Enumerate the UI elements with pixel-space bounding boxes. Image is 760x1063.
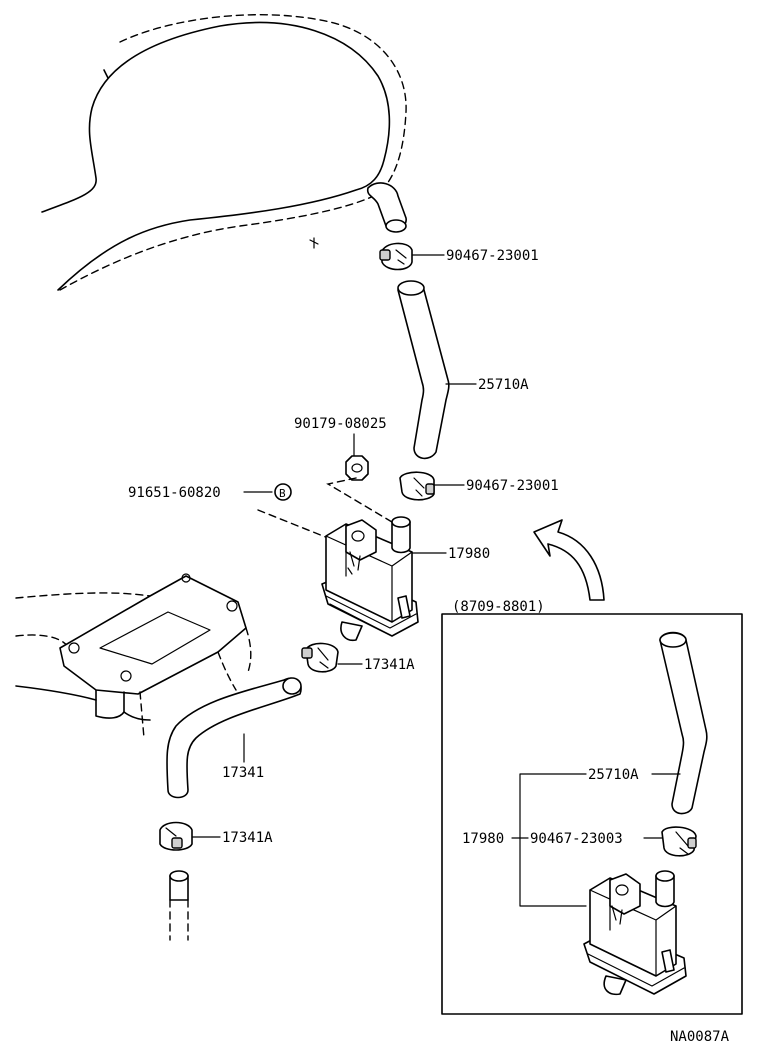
label-inset-canister: 17980 — [462, 831, 504, 847]
hose-25710a — [397, 280, 450, 460]
nut-icon — [345, 455, 369, 481]
clamp-middle — [399, 471, 435, 501]
clamp-17341a-upper — [301, 642, 339, 673]
bolt-b-marker: B — [274, 483, 292, 501]
inset-vsv-canister — [583, 870, 687, 996]
label-clamp-17341a-upper: 17341A — [364, 657, 415, 673]
vsv-canister — [321, 516, 419, 642]
air-cleaner-outlet-pipe — [366, 182, 407, 233]
label-clamp-middle: 90467-23001 — [466, 478, 559, 494]
inset-hose-25710a — [659, 631, 708, 815]
inset-clamp-90467-23003 — [661, 826, 697, 857]
label-clamp-17341a-lower: 17341A — [222, 830, 273, 846]
label-inset-clamp: 90467-23003 — [530, 831, 623, 847]
air-cleaner-outline — [41, 14, 407, 291]
inset-frame — [441, 613, 743, 1015]
label-clamp-top: 90467-23001 — [446, 248, 539, 264]
inset-bracket — [511, 773, 587, 907]
hose-17341 — [166, 677, 302, 799]
intake-manifold-outline — [15, 573, 252, 739]
label-inset-date-range: (8709-8801) — [452, 599, 545, 615]
clamp-17341a-lower — [159, 821, 193, 851]
clamp-top — [379, 242, 413, 271]
label-bolt: 91651-60820 — [128, 485, 221, 501]
label-inset-hose: 25710A — [588, 767, 639, 783]
label-nut: 90179-08025 — [294, 416, 387, 432]
inset-reference-arrow — [533, 519, 605, 601]
label-hose-17341: 17341 — [222, 765, 264, 781]
label-drawing-code: NA0087A — [670, 1029, 730, 1045]
lower-pipe-stub — [169, 870, 189, 941]
bolt-mark-letter: B — [279, 487, 286, 500]
label-hose-top: 25710A — [478, 377, 529, 393]
label-canister: 17980 — [448, 546, 490, 562]
